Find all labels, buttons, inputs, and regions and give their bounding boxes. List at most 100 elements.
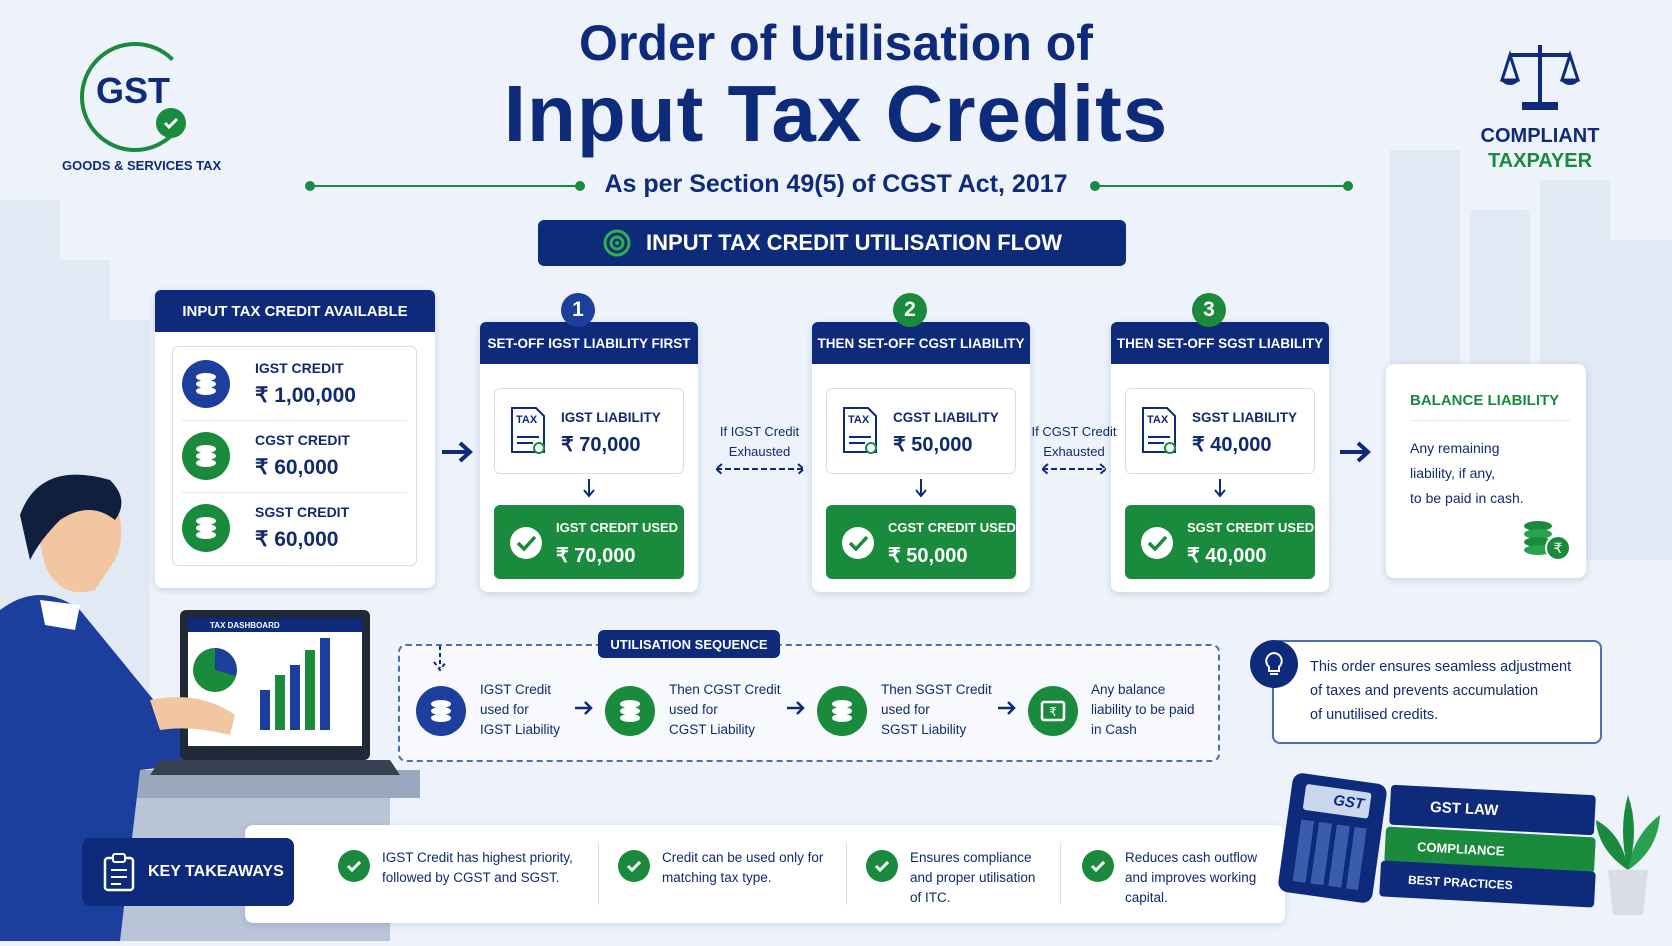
divider [846,843,847,905]
note-text: This order ensures seamless adjustment o… [1310,659,1572,723]
liability-label-2: CGST LIABILITY [893,410,999,425]
check-circle-icon [1139,525,1175,566]
tax-document-icon [1140,405,1178,460]
calculator-illustration: GST [1277,771,1388,905]
title-rule-left [310,185,580,187]
used-amount-3: ₹ 40,000 [1187,545,1267,567]
svg-text:₹: ₹ [1554,541,1563,557]
takeaway-1: IGST Credit has highest priority,followe… [382,850,573,885]
sgst-credit-amount: ₹ 60,000 [255,528,339,551]
coins-icon [182,504,230,552]
cgst-credit-amount: ₹ 60,000 [255,456,339,479]
gst-logo-subtitle: GOODS & SERVICES TAX [62,158,222,173]
available-credit-header: INPUT TAX CREDIT AVAILABLE [155,290,435,332]
igst-credit-amount: ₹ 1,00,000 [255,384,356,407]
target-icon [602,228,632,258]
tax-document-icon [841,405,879,460]
balance-rule [1410,420,1570,421]
note-card [1272,640,1602,744]
compliant-badge: COMPLIANT TAXPAYER [1470,35,1610,175]
title-rule-dot [1090,181,1100,191]
title-line1: Order of Utilisation of [579,15,1093,71]
divider [182,420,407,421]
step-number-2: 2 [893,293,927,327]
step-number-3: 3 [1192,293,1226,327]
tax-icon-label: TAX [1147,414,1169,426]
badge-line1: COMPLIANT [1480,125,1600,147]
title-rule-dot [575,181,585,191]
step-header-3: THEN SET-OFF SGST LIABILITY [1111,322,1329,364]
check-circle-icon [840,525,876,566]
used-amount-2: ₹ 50,000 [888,545,968,567]
check-circle-icon [508,525,544,566]
title-rule-right [1095,185,1350,187]
calculator-keys [1292,819,1367,891]
divider [1060,843,1061,905]
tax-document-icon [509,405,547,460]
cash-note-icon: ₹ [1028,686,1078,736]
liability-label-3: SGST LIABILITY [1192,410,1298,425]
check-icon [1082,850,1114,882]
city-silhouette-right [1610,240,1672,560]
cgst-credit-label: CGST CREDIT [255,432,350,448]
liability-amount-2: ₹ 50,000 [893,434,973,456]
used-label-1: IGST CREDIT USED [556,520,679,535]
arrow-right-icon [785,700,807,721]
arrow-right-icon [573,700,595,721]
arrow-down-icon [914,477,928,504]
arrow-down-icon [582,477,596,504]
coins-icon [416,686,466,736]
coins-icon [182,432,230,480]
sequence-box [398,644,1220,762]
flow-banner-label: INPUT TAX CREDIT UTILISATION FLOW [646,230,1062,255]
igst-credit-label: IGST CREDIT [255,360,344,376]
check-icon [618,850,650,882]
coins-icon [182,360,230,408]
tax-icon-label: TAX [848,414,870,426]
calculator-screen: GST [1302,783,1372,819]
step-number-1: 1 [561,293,595,327]
takeaways-header: KEY TAKEAWAYS [82,838,294,906]
cash-coins-icon: ₹ [1518,516,1572,567]
liability-amount-3: ₹ 40,000 [1192,434,1272,456]
divider [598,843,599,905]
arrow-right-icon [996,700,1018,721]
svg-text:₹: ₹ [1049,705,1057,719]
divider [182,492,407,493]
liability-label-1: IGST LIABILITY [561,410,661,425]
coins-icon [817,686,867,736]
badge-line2: TAXPAYER [1487,150,1593,172]
arrow-right-icon [440,440,476,469]
title-line2: Input Tax Credits [503,69,1169,158]
check-icon [338,850,370,882]
sequence-header: UTILISATION SEQUENCE [598,630,780,658]
scales-icon [1499,40,1581,120]
check-icon [866,850,898,882]
coins-icon [605,686,655,736]
double-arrow-icon [1038,462,1110,481]
balance-header: BALANCE LIABILITY [1410,392,1560,409]
laptop-label: TAX DASHBOARD [210,621,280,630]
double-arrow-icon [712,462,808,481]
tax-icon-label: TAX [516,414,538,426]
arrow-down-icon [1213,477,1227,504]
used-label-3: SGST CREDIT USED [1187,520,1315,535]
gst-logo: GST GOODS & SERVICES TAX [60,30,230,180]
balance-text: Any remaining liability, if any, to be p… [1410,440,1524,506]
sgst-credit-label: SGST CREDIT [255,504,350,520]
gst-logo-text: GST [96,70,171,111]
arrow-right-icon [1338,440,1374,469]
title-rule-dot [305,181,315,191]
check-icon [156,108,186,138]
used-label-2: CGST CREDIT USED [888,520,1016,535]
step-header-1: SET-OFF IGST LIABILITY FIRST [480,322,698,364]
